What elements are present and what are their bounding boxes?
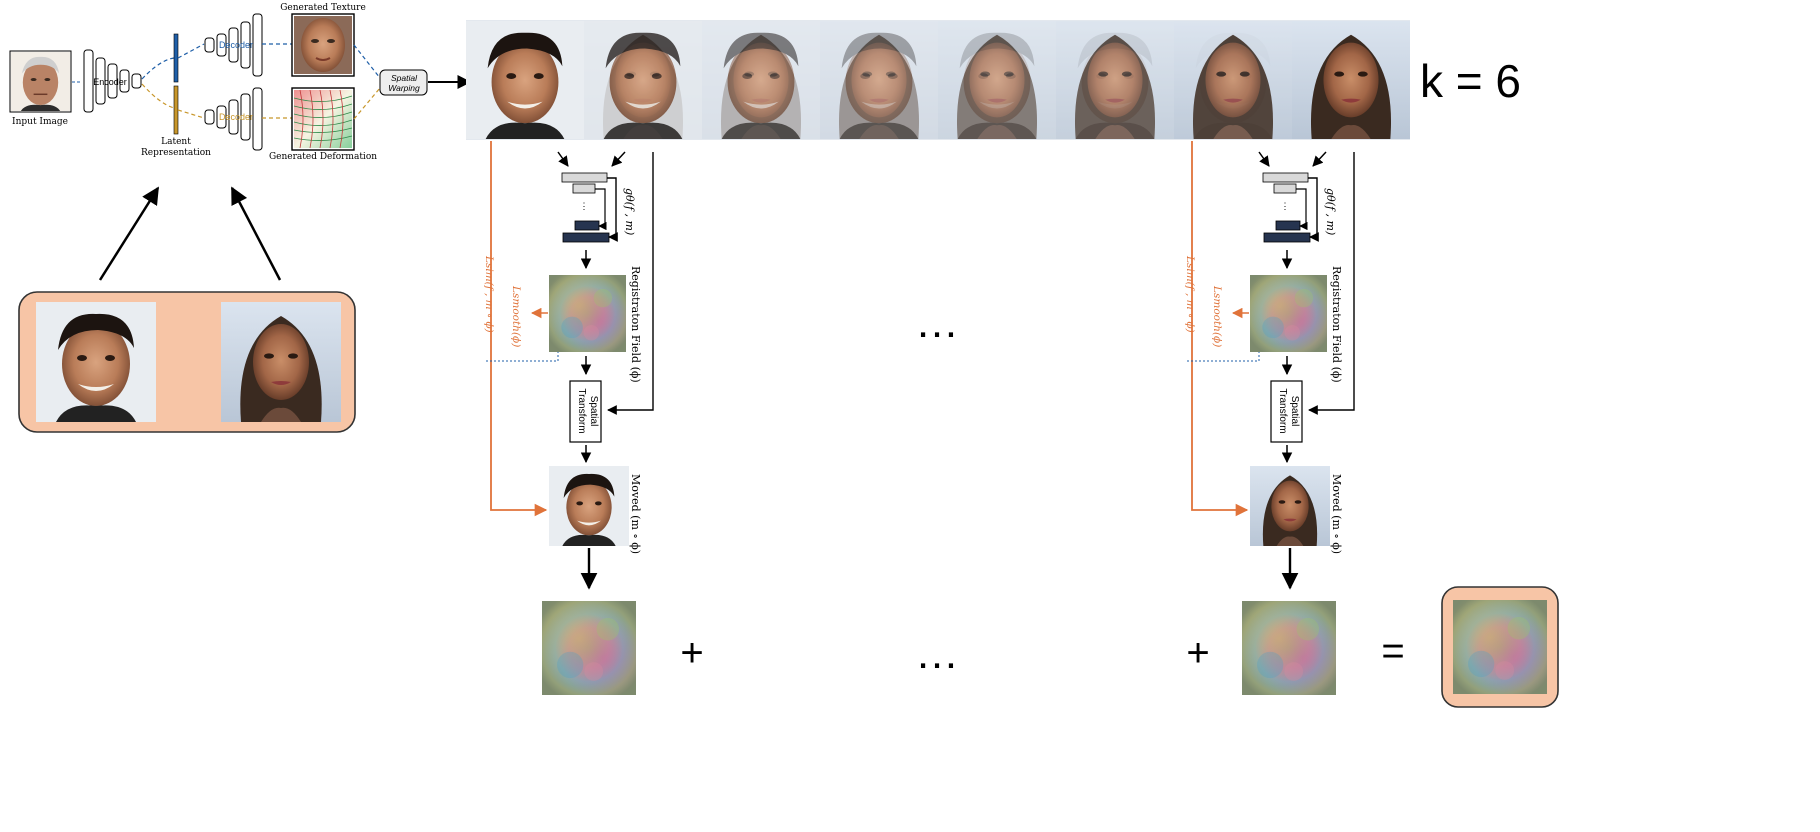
sequence-frame-4 (820, 20, 938, 140)
bottom-ellipsis: … (915, 629, 959, 678)
loss-smooth-label: Lsmooth(ϕ) (510, 285, 522, 347)
encoder-label: Encoder (93, 77, 127, 87)
decoder-top-block (204, 13, 263, 77)
result-field-box (1441, 586, 1559, 708)
sequence-frame-3 (702, 20, 820, 140)
registration-column-1: ⋮ gθ(f , m) Registraton Field (ϕ) Lsmooth(ϕ… (483, 141, 654, 590)
bottom-sum-row: + … + = (542, 586, 1559, 708)
transform-label-1: Spatial (1289, 396, 1300, 427)
svg-text:⋮: ⋮ (580, 202, 589, 212)
registration-field-image (1250, 275, 1327, 352)
plus-sign-2: + (1186, 631, 1209, 675)
latent-label-1: Latent (161, 137, 191, 147)
decoder-bottom-label: Decoder (219, 112, 253, 122)
registration-column-k: ⋮ gθ(f , m) Registraton Field (ϕ) Lsmooth(ϕ… (1184, 141, 1355, 590)
deformation-label: Generated Deformation (269, 152, 377, 162)
registration-network: ⋮ (1262, 172, 1319, 243)
latent-bar-texture (173, 33, 179, 83)
similarity-path (490, 141, 548, 517)
warp-label-1: Spatial (391, 73, 418, 83)
up-arrow-right (230, 186, 282, 281)
similarity-path (1191, 141, 1249, 517)
moved-label: Moved (m ∘ ϕ) (1330, 474, 1343, 554)
moved-label: Moved (m ∘ ϕ) (629, 474, 642, 554)
frame-sequence (466, 20, 1410, 140)
moved-image (549, 466, 629, 546)
loss-sim-label: Lsim(f , m ∘ ϕ) (1184, 255, 1196, 333)
sequence-frame-6 (1056, 20, 1174, 140)
sequence-frame-5 (938, 20, 1056, 140)
svg-text:⋮: ⋮ (1281, 202, 1290, 212)
transform-label-2: Transform (576, 388, 587, 433)
up-arrow-left (98, 186, 160, 281)
warp-label-2: Warping (388, 83, 420, 93)
latent-label-2: Representation (141, 148, 211, 158)
plus-sign-1: + (680, 631, 703, 675)
registration-network: ⋮ (561, 172, 618, 243)
loss-smooth-label: Lsmooth(ϕ) (1211, 285, 1223, 347)
moved-image (1250, 466, 1330, 546)
input-image-label: Input Image (12, 117, 68, 127)
generation-pipeline: Input Image Encoder Latent Representatio… (9, 3, 472, 162)
generated-texture-image (294, 16, 352, 74)
network-label: gθ(f , m) (623, 188, 636, 235)
equals-sign: = (1381, 629, 1404, 673)
latent-bar-deformation (173, 85, 179, 135)
middle-ellipsis: … (915, 298, 959, 347)
transform-label-1: Spatial (588, 396, 599, 427)
endpoint-face-male (36, 302, 156, 422)
decoder-bottom-block (204, 87, 263, 151)
loss-sim-label: Lsim(f , m ∘ ϕ) (483, 255, 495, 333)
sum-field-1 (542, 601, 636, 695)
spatial-warping-box (379, 69, 428, 96)
registration-field-image (549, 275, 626, 352)
sequence-frame-2 (584, 20, 702, 140)
sequence-frame-1 (466, 20, 584, 140)
network-label: gθ(f , m) (1324, 188, 1337, 235)
transform-label-2: Transform (1277, 388, 1288, 433)
field-label: Registraton Field (ϕ) (1330, 266, 1343, 383)
texture-label: Generated Texture (280, 3, 366, 13)
decoder-top-label: Decoder (219, 40, 253, 50)
endpoint-face-female (221, 302, 341, 422)
sequence-frame-8 (1292, 20, 1410, 140)
generated-deformation-image (293, 89, 353, 149)
registration-columns: ⋮ gθ(f , m) Registraton Field (ϕ) Lsmooth(ϕ… (483, 141, 1355, 590)
endpoint-pair-box (18, 291, 356, 433)
spatial-transform-box (569, 380, 602, 443)
field-label: Registraton Field (ϕ) (629, 266, 642, 383)
sequence-frame-7 (1174, 20, 1292, 140)
k-label: k = 6 (1420, 55, 1521, 107)
encoder-block (83, 49, 142, 113)
sum-field-k (1242, 601, 1336, 695)
spatial-transform-box (1270, 380, 1303, 443)
input-image (9, 50, 72, 113)
